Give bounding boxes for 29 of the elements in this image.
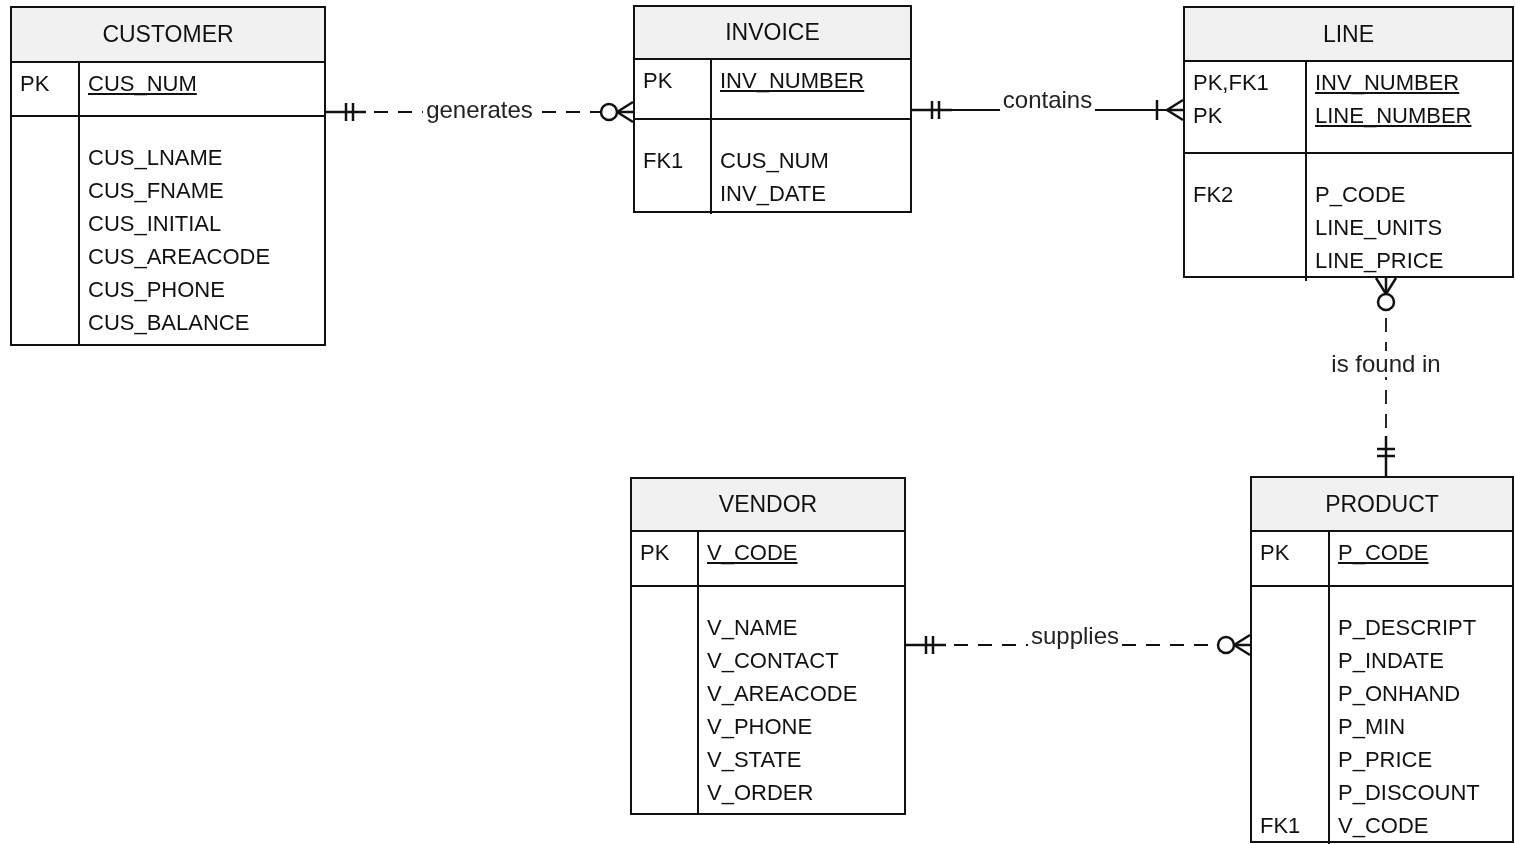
primary-key-attribute: V_CODE (707, 539, 798, 567)
key-marker: FK1 (643, 147, 684, 175)
entity-name: CUSTOMER (102, 21, 234, 48)
entity-table (633, 5, 912, 213)
attribute-list: P_CODE LINE_UNITS LINE_PRICE (1315, 178, 1444, 277)
attribute-list: CUS_NUM INV_DATE (720, 144, 829, 210)
key-marker: PK,FK1 PK (1193, 69, 1269, 130)
key-marker: PK (20, 70, 50, 98)
primary-key-attribute: CUS_NUM (88, 70, 197, 98)
key-marker: PK (643, 67, 673, 95)
key-marker: FK2 (1193, 181, 1234, 209)
primary-key-attribute: INV_NUMBER LINE_NUMBER (1315, 69, 1472, 130)
key-marker: PK (640, 539, 670, 567)
entity-name: VENDOR (718, 491, 818, 518)
entity-name: INVOICE (725, 19, 820, 46)
attribute-list: P_DESCRIPT P_INDATE P_ONHAND P_MIN P_PRICE P_DISCOUNT V_CODE (1338, 611, 1480, 842)
entity-table (630, 477, 906, 815)
entity-table (1250, 476, 1514, 843)
entity-name: LINE (1322, 20, 1375, 48)
relationship-line (1374, 276, 1398, 478)
key-marker: PK (1260, 539, 1290, 567)
entity-table (1183, 6, 1514, 278)
entity-table (10, 6, 326, 346)
attribute-list: V_NAME V_CONTACT V_AREACODE V_PHONE V_STATE V_ORDER (707, 611, 858, 809)
entity-name: PRODUCT (1325, 490, 1439, 518)
attribute-list: CUS_LNAME CUS_FNAME CUS_INITIAL CUS_AREACODE CUS_PHONE CUS_BALANCE (88, 141, 271, 339)
primary-key-attribute: P_CODE (1338, 539, 1429, 567)
primary-key-attribute: INV_NUMBER (720, 67, 865, 95)
key-marker: FK1 (1260, 812, 1301, 840)
